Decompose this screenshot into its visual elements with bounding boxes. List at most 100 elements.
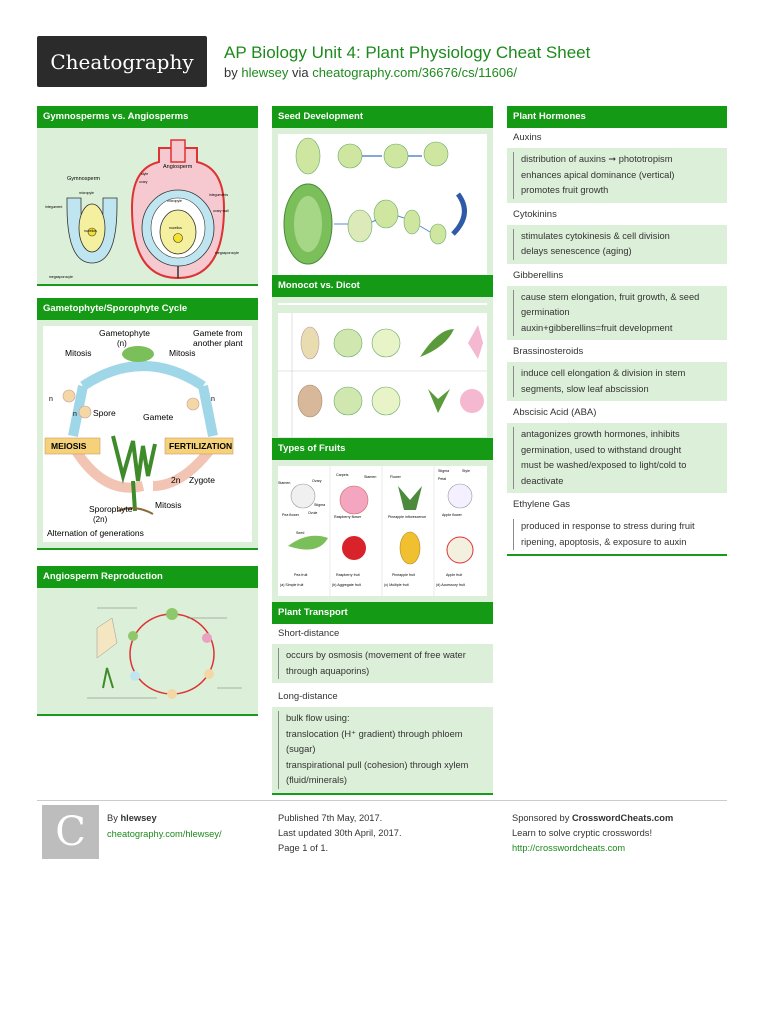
text-line: transpirational pull (cohesion) through … bbox=[286, 759, 469, 770]
text-line: must be washed/exposed to light/cold to bbox=[521, 460, 687, 470]
seed-dev-diagram bbox=[272, 128, 493, 284]
text-line: bulk flow using: bbox=[286, 713, 350, 723]
text-line: auxin+gibberellins=fruit development bbox=[521, 322, 673, 333]
byline: by hlewsey via cheatography.com/36676/cs… bbox=[224, 65, 517, 80]
diagram-label: integuments bbox=[209, 193, 228, 197]
fruit-label: (d) Accessory fruit bbox=[436, 583, 465, 587]
diagram-label: Angiosperm bbox=[163, 164, 193, 170]
cycle-label: Gametophyte bbox=[99, 328, 150, 338]
angio-repro-svg bbox=[87, 607, 242, 699]
hormone-body: distribution of auxins ➞ phototropism en… bbox=[507, 148, 727, 203]
fruit-label: Apple flower bbox=[442, 513, 463, 517]
cycle-diagram: Gametophyte (n) Gamete from another plan… bbox=[37, 320, 258, 548]
transport-subheading: Long-distance bbox=[272, 687, 493, 707]
hormone-ethylene: Ethylene Gas bbox=[507, 495, 727, 515]
by-label: by bbox=[224, 65, 238, 80]
fruit-label: Stamen bbox=[364, 475, 376, 479]
cycle-svg: Gametophyte (n) Gamete from another plan… bbox=[43, 326, 252, 542]
text-line: induce cell elongation & division in ste… bbox=[521, 368, 686, 378]
panel-heading: Plant Transport bbox=[272, 602, 493, 624]
fruit-label: (a) Simple fruit bbox=[280, 583, 303, 587]
fruit-label: Raspberry fruit bbox=[336, 573, 360, 577]
diagram-label: micropyle bbox=[79, 191, 94, 195]
cycle-label: Gamete from bbox=[193, 328, 243, 338]
text-line: produced in response to stress during fr… bbox=[521, 521, 695, 531]
fruit-label: Ovary bbox=[312, 479, 322, 483]
monocot-dicot-svg bbox=[278, 303, 487, 437]
text-line: antagonizes growth hormones, inhibits bbox=[521, 429, 680, 439]
hormone-gibberellins: Gibberellins bbox=[507, 265, 727, 286]
fruit-label: Petal bbox=[438, 477, 446, 481]
panel-gymno-angio: Gymnosperms vs. Angiosperms Gymnosperm A… bbox=[37, 106, 258, 293]
panel-heading: Types of Fruits bbox=[272, 438, 493, 460]
hormone-brassinosteroids: Brassinosteroids bbox=[507, 342, 727, 362]
fruit-label: Stigma bbox=[438, 469, 449, 473]
cycle-label: Mitosis bbox=[155, 500, 181, 510]
hormone-auxins: Auxins bbox=[507, 128, 727, 148]
cycle-label: n bbox=[211, 396, 215, 403]
panel-monocot-dicot: Monocot vs. Dicot bbox=[272, 275, 493, 445]
text-line: delays senescence (aging) bbox=[521, 246, 632, 256]
panel-cycle: Gametophyte/Sporophyte Cycle Gametophyte… bbox=[37, 298, 258, 550]
panel-heading: Angiosperm Reproduction bbox=[37, 566, 258, 588]
footer-author-name: hlewsey bbox=[120, 813, 157, 823]
text-line: segments, slow leaf abscission bbox=[521, 383, 649, 394]
text-line: cause stem elongation, fruit growth, & s… bbox=[521, 291, 700, 302]
text-line: germination bbox=[521, 307, 570, 317]
text-line: promotes fruit growth bbox=[521, 185, 609, 195]
text-line: distribution of auxins ➞ phototropism bbox=[521, 154, 673, 164]
footer-by-label: By bbox=[107, 813, 118, 823]
fruit-label: Raspberry flower bbox=[334, 515, 362, 519]
author-link[interactable]: hlewsey bbox=[241, 65, 289, 80]
diagram-label: micropyle bbox=[167, 199, 182, 203]
cycle-label: Gamete bbox=[143, 412, 174, 422]
cycle-label: n bbox=[73, 411, 77, 418]
fruit-label: Seed bbox=[296, 531, 304, 535]
page-number: Page 1 of 1. bbox=[278, 843, 329, 853]
panel-hormones: Plant Hormones Auxins distribution of au… bbox=[507, 106, 727, 556]
fruit-label: Pea flower bbox=[282, 513, 300, 517]
meiosis-label: MEIOSIS bbox=[51, 441, 87, 451]
footer: By hlewsey cheatography.com/hlewsey/ Pub… bbox=[37, 800, 727, 870]
text-line: deactivate bbox=[521, 475, 564, 486]
footer-author-link[interactable]: cheatography.com/hlewsey/ bbox=[107, 829, 222, 839]
published-date: Published 7th May, 2017. bbox=[278, 813, 383, 823]
diagram-label: nucellus bbox=[169, 226, 182, 230]
cycle-label: Zygote bbox=[189, 475, 215, 485]
text-line: occurs by osmosis (movement of free wate… bbox=[286, 650, 466, 660]
panel-heading: Gymnosperms vs. Angiosperms bbox=[37, 106, 258, 128]
hormone-body: stimulates cytokinesis & cell division d… bbox=[507, 224, 727, 264]
cheatography-logo[interactable]: Cheatography bbox=[37, 36, 207, 87]
diagram-label: ovary wall bbox=[213, 209, 229, 213]
page-title: AP Biology Unit 4: Plant Physiology Chea… bbox=[224, 43, 591, 62]
cycle-label: Mitosis bbox=[169, 348, 195, 358]
footer-author: By hlewsey cheatography.com/hlewsey/ bbox=[107, 811, 222, 842]
cycle-label: 2n bbox=[171, 475, 181, 485]
text-line: (fluid/minerals) bbox=[286, 775, 347, 785]
hormone-body: induce cell elongation & division in ste… bbox=[507, 362, 727, 401]
seed-dev-svg bbox=[278, 134, 487, 278]
sponsor-link[interactable]: http://crosswordcheats.com bbox=[512, 843, 626, 853]
text-line: (sugar) bbox=[286, 744, 316, 754]
panel-angio-repro: Angiosperm Reproduction bbox=[37, 566, 258, 716]
text-line: translocation (H⁺ gradient) through phlo… bbox=[286, 728, 463, 739]
diagram-label: megasporocyte bbox=[49, 275, 73, 279]
angio-repro-diagram bbox=[37, 588, 258, 714]
via-label: via bbox=[291, 65, 309, 80]
fruits-svg: Stamen Ovary Carpels Stamen Flower Stigm… bbox=[278, 466, 487, 596]
updated-date: Last updated 30th April, 2017. bbox=[278, 828, 402, 838]
transport-long-body: bulk flow using: translocation (H⁺ gradi… bbox=[272, 707, 493, 793]
cycle-label: Spore bbox=[93, 408, 116, 418]
sponsor-tagline: Learn to solve cryptic crosswords! bbox=[512, 828, 653, 838]
cycle-label: (n) bbox=[117, 339, 127, 348]
cycle-label: Mitosis bbox=[65, 348, 91, 358]
fruit-label: Ovule bbox=[308, 511, 317, 515]
sheet-url-link[interactable]: cheatography.com/36676/cs/11606/ bbox=[312, 65, 517, 80]
panel-transport: Plant Transport Short-distance occurs by… bbox=[272, 602, 493, 795]
panel-heading: Monocot vs. Dicot bbox=[272, 275, 493, 297]
gymno-angio-svg: Gymnosperm Angiosperm style ovary microp… bbox=[45, 139, 239, 293]
monocot-dicot-table bbox=[272, 297, 493, 443]
gymno-angio-diagram: Gymnosperm Angiosperm style ovary microp… bbox=[37, 128, 258, 293]
transport-subheading: Short-distance bbox=[272, 624, 493, 644]
cycle-label: n bbox=[49, 396, 53, 403]
